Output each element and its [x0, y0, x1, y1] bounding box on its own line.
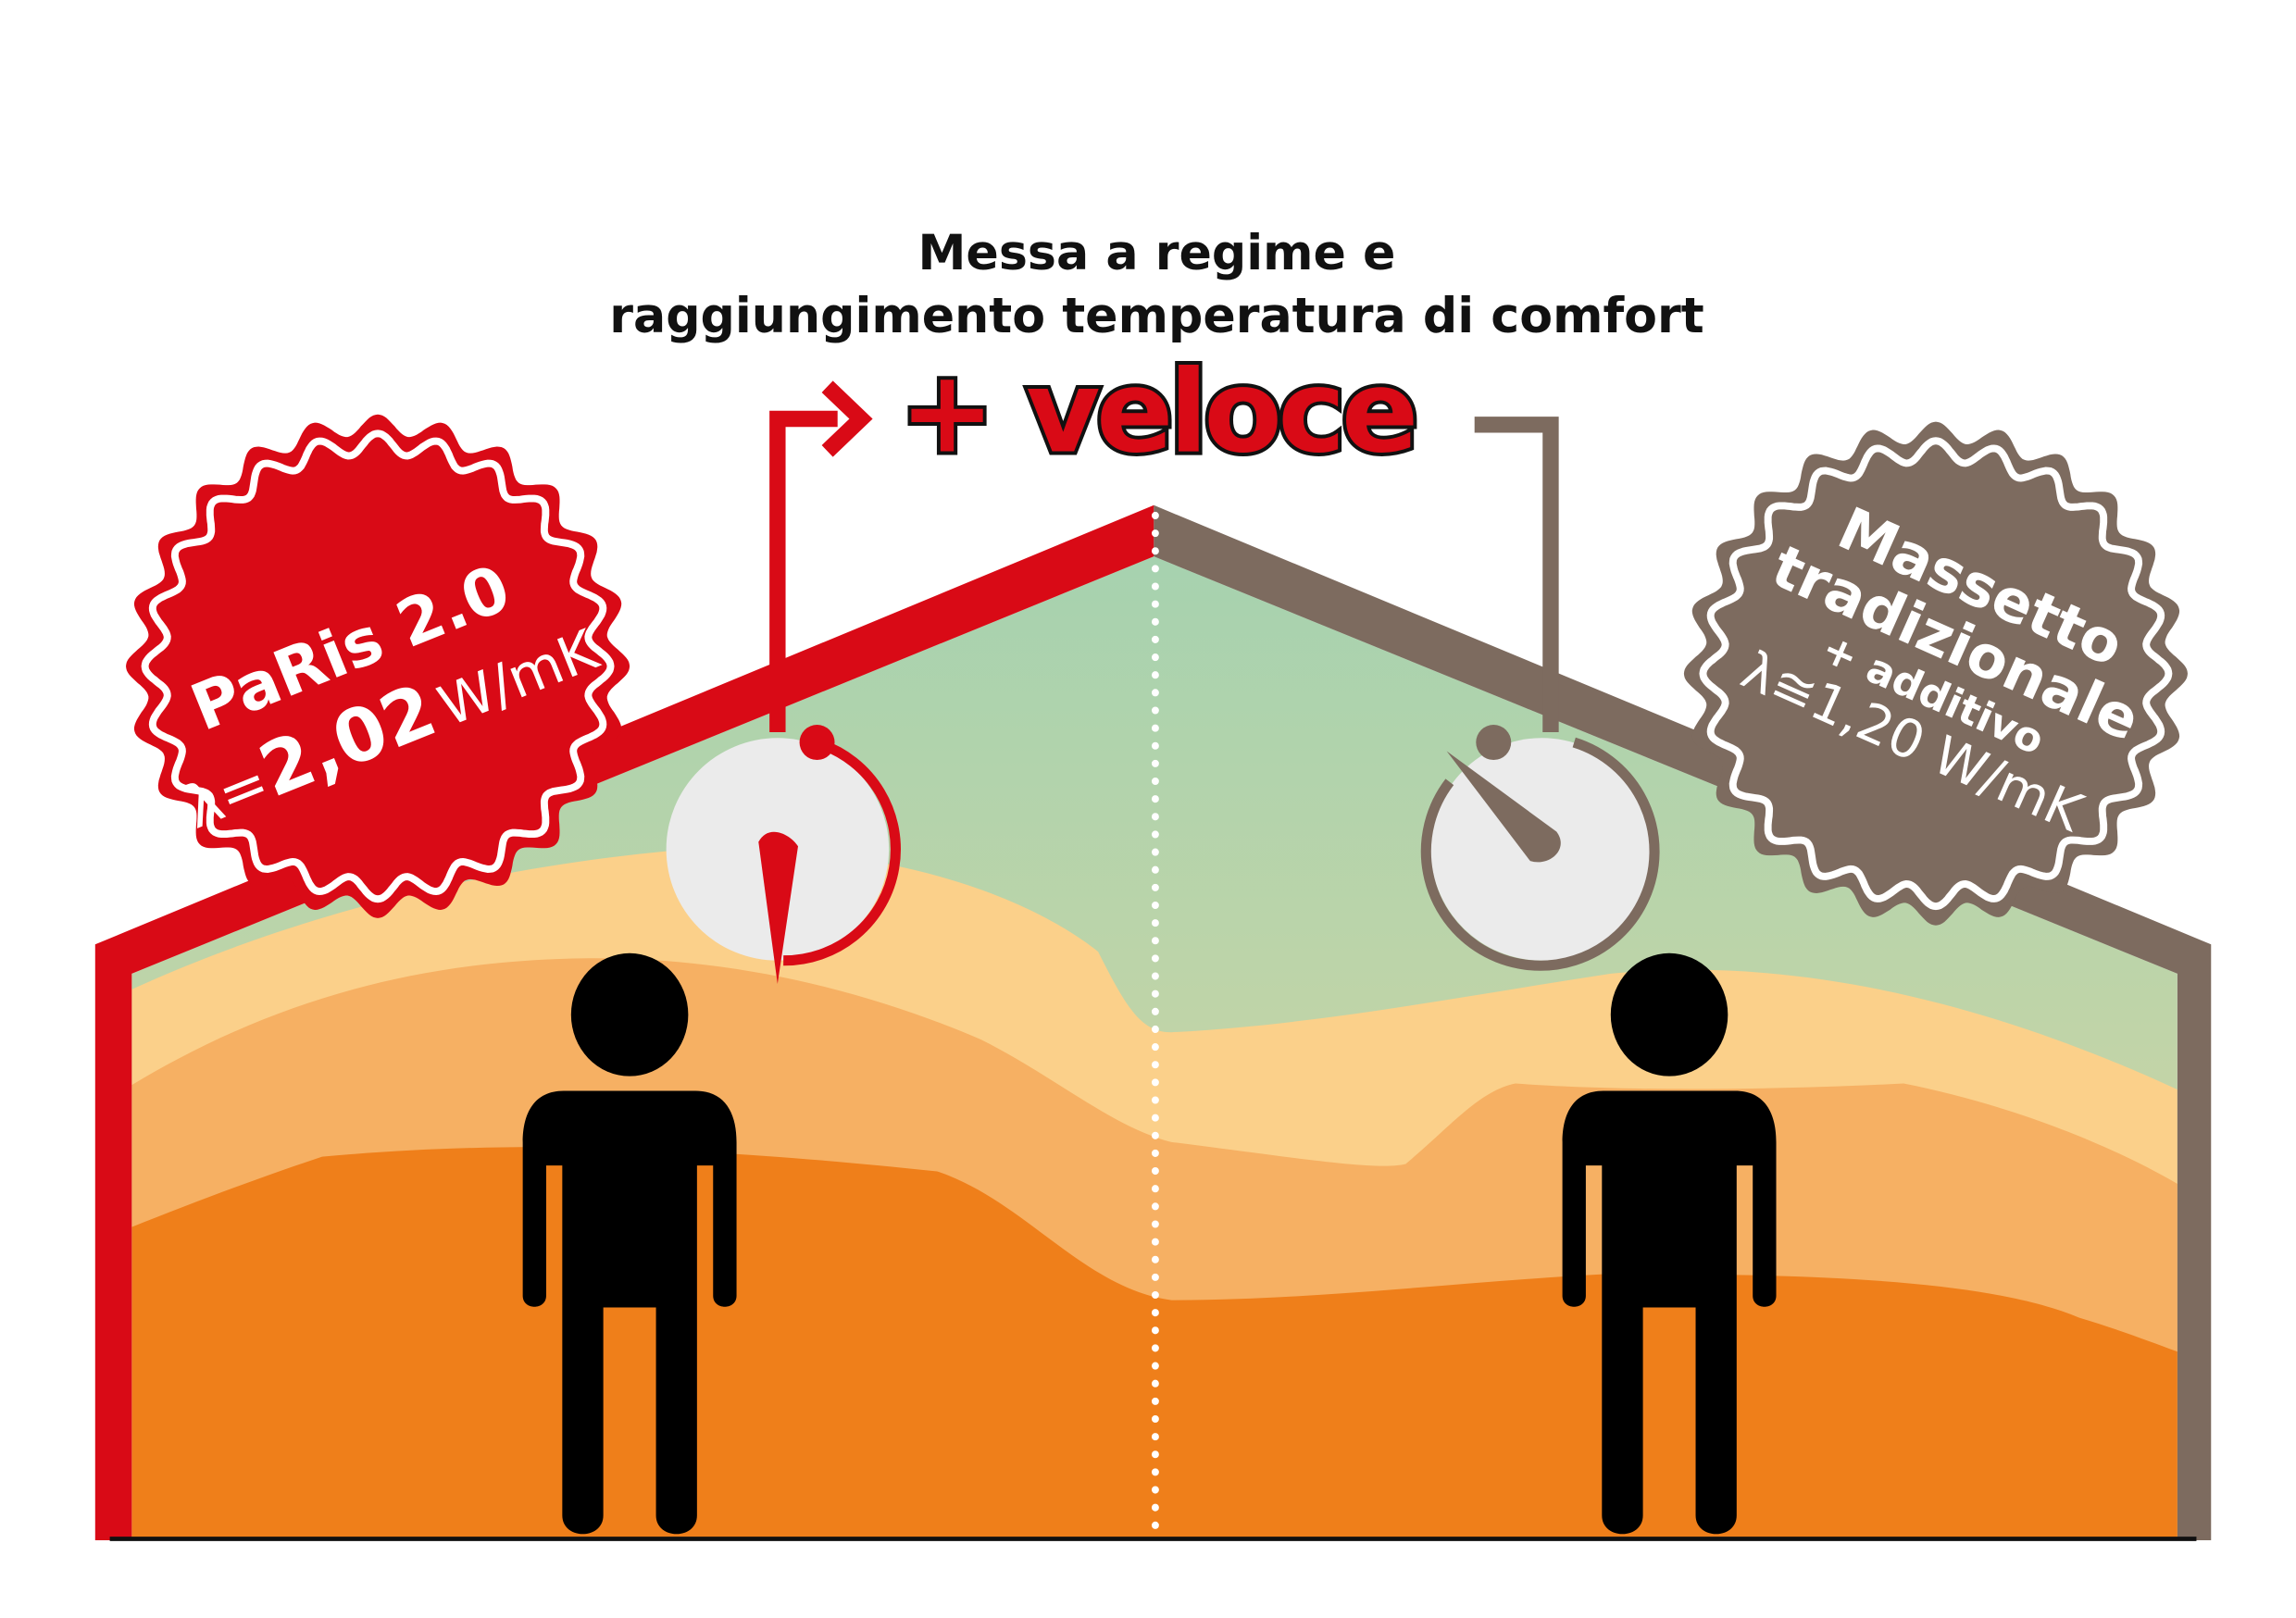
title-line-1: Messa a regime e [918, 226, 1396, 281]
title-highlight: + veloce [899, 345, 1414, 479]
slow-gauge-icon [1420, 725, 1660, 971]
title-line-2: raggiungimento temperatura di comfort [609, 289, 1703, 344]
red-arrow-bracket-icon [769, 380, 873, 732]
brown-bracket-icon [1474, 417, 1559, 732]
fast-gauge-icon [666, 725, 901, 985]
person-icon-right [1562, 952, 1777, 1535]
paris-badge: PaRis 2.0 λ=2,02W/mK [126, 414, 630, 918]
header: Messa a regime e raggiungimento temperat… [609, 226, 1703, 482]
traditional-screed-badge: Massetto tradizionale + additivo λ≅1,20 … [1683, 421, 2188, 926]
house-walls [94, 504, 2212, 1541]
person-icon-left [522, 952, 737, 1535]
